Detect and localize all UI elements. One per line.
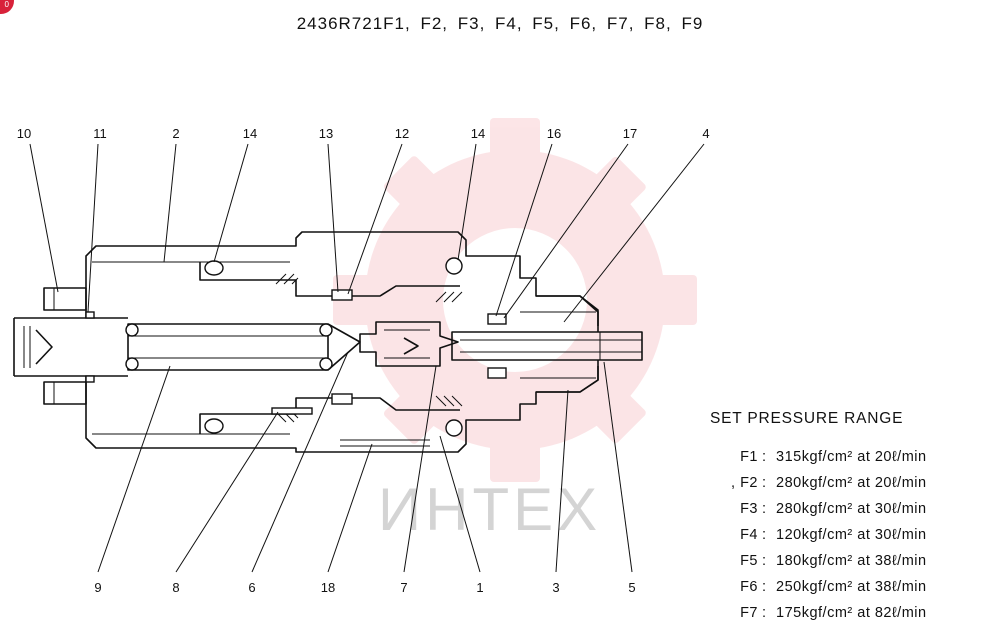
callout-1: 1 [476, 580, 483, 595]
callout-12: 12 [395, 126, 409, 141]
page-title: 2436R721F1, F2, F3, F4, F5, F6, F7, F8, … [296, 14, 704, 33]
section-hatching [275, 273, 463, 447]
callout-11: 11 [93, 126, 107, 141]
badge-text: 0 [4, 0, 9, 9]
callout-7: 7 [400, 580, 407, 595]
pressure-sep: : [762, 553, 767, 569]
callout-16: 16 [547, 126, 561, 141]
watermark-text: ИНТЕХ [378, 476, 601, 543]
guide-part [125, 323, 361, 371]
callout-17: 17 [623, 126, 637, 141]
pressure-sep: : [762, 579, 767, 595]
plunger-part [451, 331, 643, 361]
callout-14-right: 14 [471, 126, 485, 141]
adjusting-screw-part [13, 317, 128, 377]
pressure-value: 250kgf/cm² at 38ℓ/min [776, 579, 927, 595]
poppet-part [359, 321, 459, 367]
watermark-gear-icon [333, 118, 697, 482]
pressure-row: F4 : 120kgf/cm² at 30ℓ/min [710, 522, 995, 548]
pressure-model: , F2 [731, 475, 758, 491]
pressure-row: F6 : 250kgf/cm² at 38ℓ/min [710, 574, 995, 600]
callout-labels: 10 11 2 14 13 12 14 16 17 4 9 8 6 18 7 1… [17, 126, 710, 595]
callout-18: 18 [321, 580, 335, 595]
pressure-sep: : [762, 605, 767, 621]
pressure-model: F3 [740, 501, 758, 517]
pressure-sep: : [762, 475, 767, 491]
set-pressure-range: SET PRESSURE RANGE F1 : 315kgf/cm² at 20… [710, 410, 995, 626]
pressure-row: F3 : 280kgf/cm² at 30ℓ/min [710, 496, 995, 522]
pressure-sep: : [762, 527, 767, 543]
pressure-row: F5 : 180kgf/cm² at 38ℓ/min [710, 548, 995, 574]
pressure-value: 280kgf/cm² at 30ℓ/min [776, 501, 927, 517]
pressure-value: 315kgf/cm² at 20ℓ/min [776, 449, 927, 465]
pressure-model: F5 [740, 553, 758, 569]
pressure-model: F6 [740, 579, 758, 595]
pressure-value: 120kgf/cm² at 30ℓ/min [776, 527, 927, 543]
callout-9: 9 [94, 580, 101, 595]
pressure-model: F1 [740, 449, 758, 465]
callout-4: 4 [702, 126, 709, 141]
callout-2: 2 [172, 126, 179, 141]
callout-8: 8 [172, 580, 179, 595]
callout-3: 3 [552, 580, 559, 595]
pressure-model: F7 [740, 605, 758, 621]
callout-13: 13 [319, 126, 333, 141]
leader-lines [29, 143, 705, 573]
callout-6: 6 [248, 580, 255, 595]
pressure-value: 175kgf/cm² at 82ℓ/min [776, 605, 927, 621]
pressure-row: , F2 : 280kgf/cm² at 20ℓ/min [710, 470, 995, 496]
pressure-sep: : [762, 501, 767, 517]
callout-14-left: 14 [243, 126, 257, 141]
pressure-value: 180kgf/cm² at 38ℓ/min [776, 553, 927, 569]
set-pressure-title: SET PRESSURE RANGE [710, 410, 904, 427]
sleeve-part [520, 295, 599, 393]
pressure-sep: : [762, 449, 767, 465]
pressure-value: 280kgf/cm² at 20ℓ/min [776, 475, 927, 491]
pressure-row: F7 : 175kgf/cm² at 82ℓ/min [710, 600, 995, 626]
callout-10: 10 [17, 126, 31, 141]
callout-5: 5 [628, 580, 635, 595]
o-ring-seals [85, 257, 507, 437]
pressure-model: F4 [740, 527, 758, 543]
pressure-row: F1 : 315kgf/cm² at 20ℓ/min [710, 444, 995, 470]
